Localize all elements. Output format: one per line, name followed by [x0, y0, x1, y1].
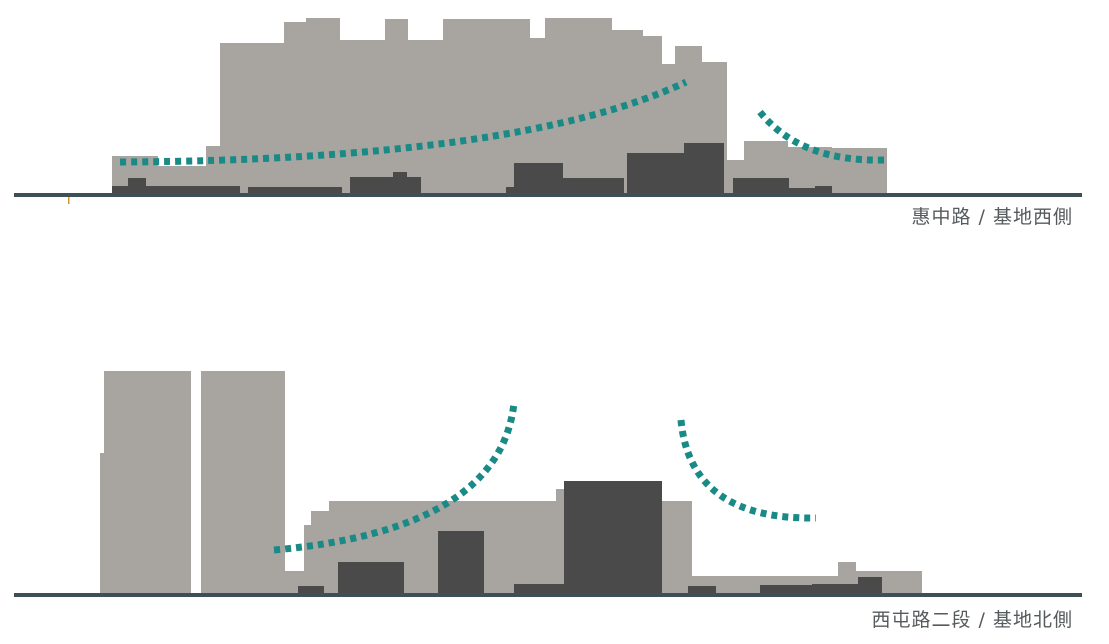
west-site-building-3 — [248, 187, 342, 194]
west-site-building-5 — [506, 163, 624, 194]
north-site-building-6 — [688, 586, 716, 594]
west-airflow-curve-right — [757, 109, 885, 164]
west-elevation-caption: 惠中路 / 基地西側 — [911, 206, 1073, 228]
north-site-building-5 — [564, 481, 662, 594]
west-marker-tick — [68, 197, 70, 204]
west-ground-line — [14, 193, 1082, 197]
north-elevation — [14, 371, 1082, 597]
north-airflow-curve-right — [677, 419, 817, 522]
north-site-building-3 — [438, 531, 484, 594]
west-site-building-4 — [350, 172, 421, 194]
west-elevation — [14, 18, 1082, 204]
west-site-building-6 — [627, 143, 724, 194]
west-site-building-1 — [112, 186, 240, 194]
north-site-building-1 — [298, 586, 324, 594]
north-site-building-7 — [760, 577, 882, 594]
north-airflow-curve-left — [273, 402, 518, 554]
north-elevation-caption: 西屯路二段 / 基地北側 — [871, 609, 1073, 631]
west-site-building-7 — [733, 178, 832, 194]
west-airflow-curve-left — [119, 78, 688, 166]
north-site-building-4 — [514, 584, 564, 594]
north-site-building-2 — [338, 562, 404, 594]
west-site-building-2 — [128, 178, 146, 194]
north-tower-left — [100, 371, 191, 594]
north-ground-line — [14, 593, 1082, 597]
west-background-massing — [112, 18, 887, 194]
north-tower-right — [201, 371, 285, 594]
